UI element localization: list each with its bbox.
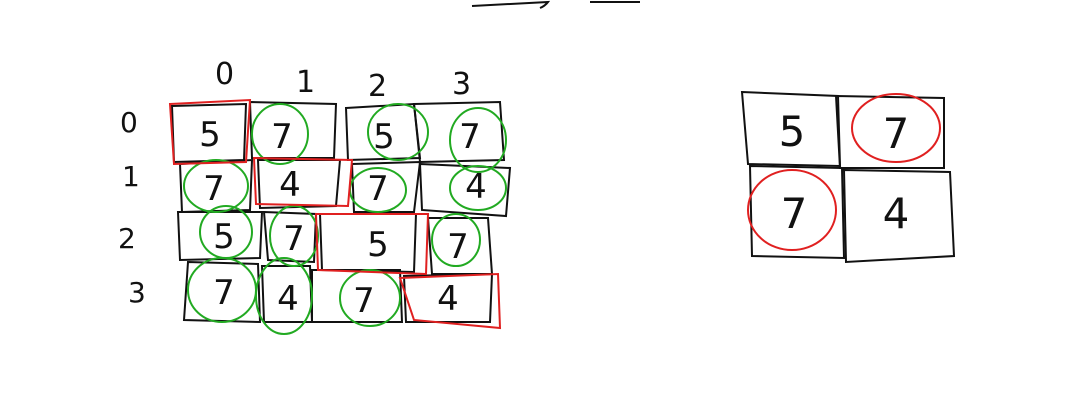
cell-value-0-2: 5	[373, 117, 395, 157]
col-label-1: 1	[296, 65, 315, 100]
right-cell-value-1-1: 4	[883, 189, 910, 238]
cell-value-1-0: 7	[203, 169, 225, 209]
col-label-2: 2	[368, 69, 387, 104]
cell-outline-2-0	[176, 211, 264, 262]
cell-value-3-2: 7	[353, 281, 375, 321]
red-box-0-0	[168, 98, 252, 166]
green-circle-1-0	[183, 159, 249, 213]
right-cell-value-0-1: 7	[883, 109, 910, 158]
cell-value-3-0: 7	[213, 273, 235, 313]
right-cell-values: 5 7 7 4	[779, 107, 910, 238]
cell-outline-1-2	[350, 160, 422, 213]
row-label-2: 2	[118, 222, 136, 255]
green-circle-1-3	[449, 165, 507, 211]
right-red-circle-0-1	[851, 93, 941, 163]
cell-value-2-3: 7	[447, 227, 469, 267]
cell-value-1-3: 4	[465, 167, 487, 207]
green-circle-2-3	[431, 213, 481, 267]
right-cell-outline-1-1	[842, 168, 956, 264]
green-circles	[183, 103, 507, 335]
green-circle-0-3	[449, 107, 507, 173]
cell-value-3-3: 4	[437, 279, 459, 319]
left-grid: 0 1 2 3 0 1 2 3 5	[118, 57, 512, 335]
cell-value-0-0: 5	[199, 115, 221, 155]
cell-value-1-1: 4	[279, 165, 301, 205]
right-grid: 5 7 7 4	[740, 90, 956, 264]
right-red-circles	[747, 93, 941, 251]
green-circle-0-2	[367, 103, 429, 161]
green-circle-3-2	[339, 269, 401, 327]
cell-outline-3-0	[182, 260, 262, 324]
cell-outline-0-3	[412, 100, 506, 164]
cell-value-2-2: 5	[367, 225, 389, 265]
red-box-2-2	[314, 213, 430, 276]
cell-value-2-0: 5	[213, 217, 235, 257]
row-label-1: 1	[122, 160, 140, 193]
right-cell-outlines	[740, 90, 956, 264]
cell-value-0-1: 7	[271, 117, 293, 157]
right-red-circle-1-0	[747, 169, 837, 251]
green-circle-0-1	[251, 103, 309, 165]
right-cell-value-0-0: 5	[779, 107, 806, 156]
row-label-0: 0	[120, 106, 138, 139]
green-circle-3-1	[255, 257, 313, 335]
red-box-1-1	[252, 156, 354, 208]
cell-outline-2-1	[262, 210, 318, 264]
red-boxes	[168, 98, 502, 330]
red-box-3-3	[398, 272, 502, 330]
cell-value-2-1: 7	[283, 219, 305, 259]
green-circle-2-1	[269, 205, 319, 267]
col-label-0: 0	[215, 57, 234, 92]
cell-value-1-2: 7	[367, 169, 389, 209]
cell-value-3-1: 4	[277, 279, 299, 319]
cell-values: 5 7 5 7 7 4 7 4 5 7 5 7 7 4 7 4	[199, 115, 487, 321]
row-label-3: 3	[128, 276, 146, 309]
cell-value-0-3: 7	[459, 117, 481, 157]
top-stroke-left	[471, 0, 551, 9]
right-cell-value-1-0: 7	[781, 189, 808, 238]
col-label-3: 3	[452, 67, 471, 102]
cell-outline-0-1	[248, 100, 338, 159]
right-cell-outline-0-1	[834, 94, 945, 169]
